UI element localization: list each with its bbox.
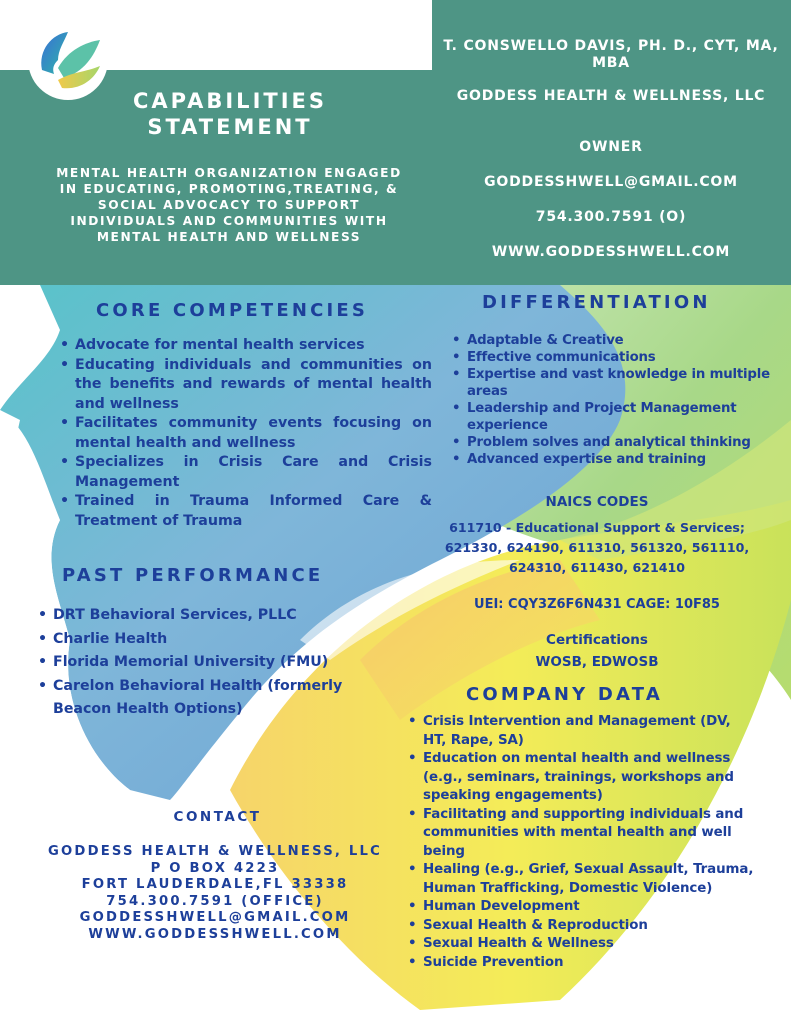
company-data-heading: COMPANY DATA xyxy=(466,684,663,705)
contact-heading: CONTACT xyxy=(173,809,262,825)
naics-line-2: 621330, 624190, 611310, 561320, 561110, xyxy=(444,540,750,555)
naics-codes: 611710 - Educational Support & Services;… xyxy=(422,518,772,578)
certifications-heading: Certifications xyxy=(546,632,648,648)
naics-line-3: 624310, 611430, 621410 xyxy=(508,560,686,575)
goddess-leaf-logo xyxy=(28,20,108,100)
list-item: Florida Memorial University (FMU) xyxy=(38,651,388,675)
list-item: Suicide Prevention xyxy=(408,954,758,973)
uei-cage-codes: UEI: CQY3Z6F6N431 CAGE: 10F85 xyxy=(474,597,720,612)
list-item: Sexual Health & Reproduction xyxy=(408,917,758,936)
title-line-2: STATEMENT xyxy=(147,115,313,139)
contact-city: FORT LAUDERDALE,FL 33338 xyxy=(81,877,349,892)
list-item: DRT Behavioral Services, PLLC xyxy=(38,604,388,628)
list-item: Problem solves and analytical thinking xyxy=(452,434,774,451)
list-item: Education on mental health and wellness … xyxy=(408,750,758,806)
owner-phone: 754.300.7591 (O) xyxy=(535,209,687,225)
list-item: Expertise and vast knowledge in multiple… xyxy=(452,366,774,400)
past-performance-heading: PAST PERFORMANCE xyxy=(62,565,324,586)
list-item: Advocate for mental health services xyxy=(60,336,432,356)
owner-role: OWNER xyxy=(579,139,643,155)
naics-line-1: 611710 - Educational Support & Services; xyxy=(449,520,745,535)
page-title: CAPABILITIES STATEMENT xyxy=(80,88,380,140)
differentiation-list: Adaptable & Creative Effective communica… xyxy=(452,332,774,468)
list-item: Human Development xyxy=(408,898,758,917)
list-item: Sexual Health & Wellness xyxy=(408,935,758,954)
list-item: Specializes in Crisis Care and Crisis Ma… xyxy=(60,453,432,492)
list-item: Facilitates community events focusing on… xyxy=(60,414,432,453)
contact-po-box: P O BOX 4223 xyxy=(150,860,280,876)
past-performance-list: DRT Behavioral Services, PLLC Charlie He… xyxy=(38,604,388,722)
core-competencies-heading: CORE COMPETENCIES xyxy=(96,300,369,321)
core-competencies-list: Advocate for mental health services Educ… xyxy=(60,336,432,531)
list-item: Educating individuals and communities on… xyxy=(60,356,432,415)
header-banner-left xyxy=(0,70,432,285)
header-banner-right xyxy=(432,0,791,285)
owner-email: GODDESSHWELL@GMAIL.COM xyxy=(484,174,738,190)
certifications-value: WOSB, EDWOSB xyxy=(535,654,659,670)
list-item: Healing (e.g., Grief, Sexual Assault, Tr… xyxy=(408,861,758,898)
list-item: Carelon Behavioral Health (formerly Beac… xyxy=(38,675,388,722)
list-item: Charlie Health xyxy=(38,628,388,652)
leaf-face-icon xyxy=(41,32,100,89)
list-item: Leadership and Project Management experi… xyxy=(452,400,774,434)
list-item: Effective communications xyxy=(452,349,774,366)
mission-statement: MENTAL HEALTH ORGANIZATION ENGAGED IN ED… xyxy=(56,166,402,244)
company-data-list: Crisis Intervention and Management (DV, … xyxy=(408,713,758,972)
contact-website: WWW.GODDESSHWELL.COM xyxy=(88,926,342,942)
list-item: Advanced expertise and training xyxy=(452,451,774,468)
contact-phone: 754.300.7591 (OFFICE) xyxy=(106,893,324,909)
list-item: Adaptable & Creative xyxy=(452,332,774,349)
list-item: Crisis Intervention and Management (DV, … xyxy=(408,713,758,750)
list-item: Facilitating and supporting individuals … xyxy=(408,806,758,862)
contact-company: GODDESS HEALTH & WELLNESS, LLC xyxy=(47,844,382,859)
title-line-1: CAPABILITIES xyxy=(132,89,327,113)
owner-company: GODDESS HEALTH & WELLNESS, LLC xyxy=(456,88,766,104)
naics-heading: NAICS CODES xyxy=(545,494,649,510)
owner-website: WWW.GODDESSHWELL.COM xyxy=(491,244,731,260)
contact-block: GODDESS HEALTH & WELLNESS, LLC P O BOX 4… xyxy=(10,844,420,943)
owner-name: T. CONSWELLO DAVIS, PH. D., CYT, MA, MBA xyxy=(443,38,779,71)
differentiation-heading: DIFFERENTIATION xyxy=(482,292,711,313)
list-item: Trained in Trauma Informed Care & Treatm… xyxy=(60,492,432,531)
contact-email: GODDESSHWELL@GMAIL.COM xyxy=(79,910,351,925)
